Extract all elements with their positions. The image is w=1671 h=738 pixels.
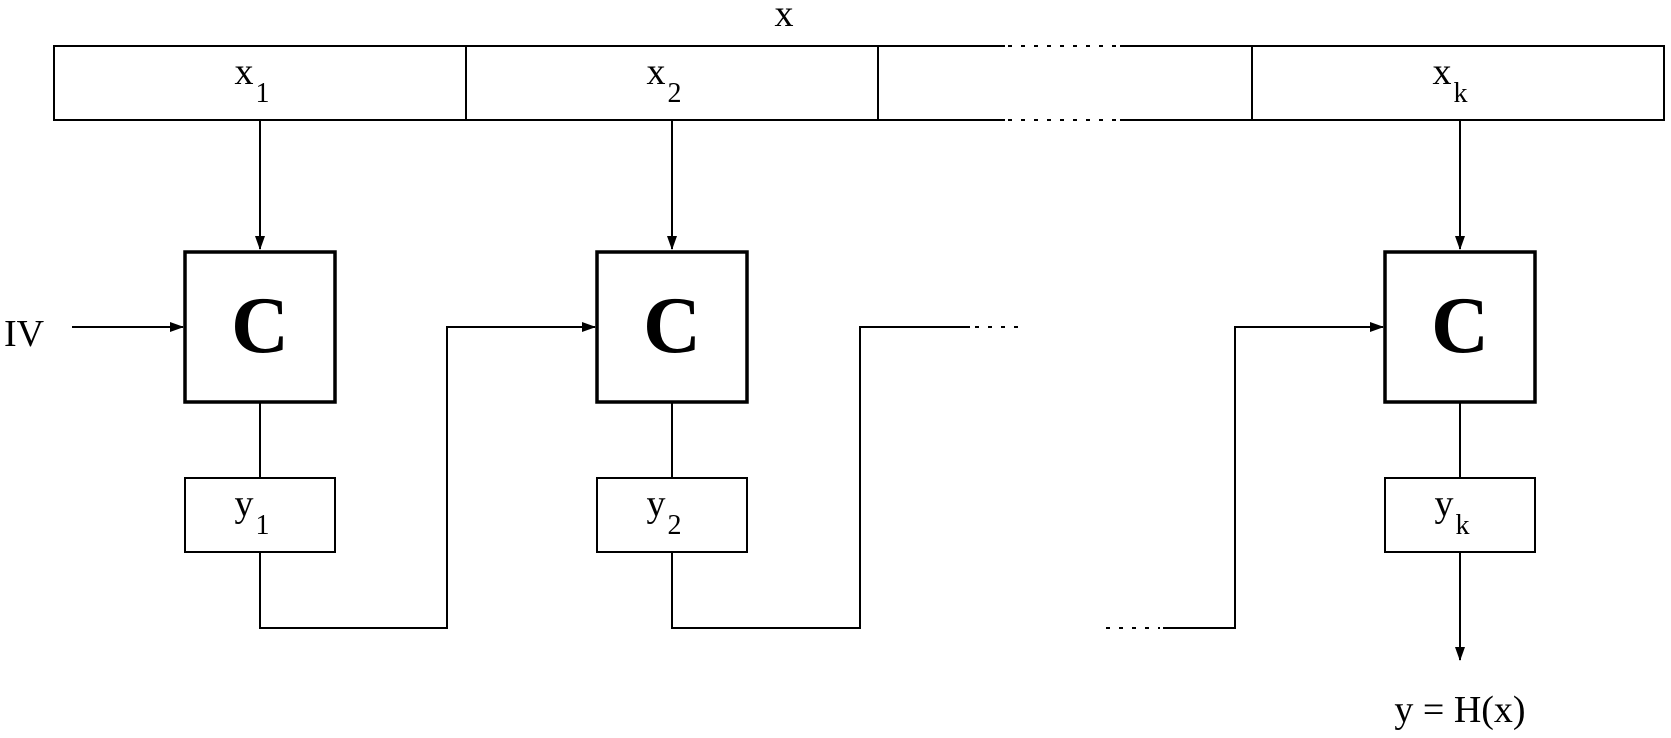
- message-block-k: [1251, 45, 1665, 121]
- chain-in-to-ck: [1163, 322, 1384, 629]
- output-label-2: y2: [647, 483, 682, 541]
- output-label-k: yk: [1435, 483, 1470, 541]
- chain-y1-to-c2: [259, 322, 596, 629]
- output-box-1: [184, 477, 336, 553]
- block-label-1: x1: [235, 51, 270, 109]
- message-block-1: [53, 45, 467, 121]
- message-block-2: [465, 45, 879, 121]
- compression-box-1: [183, 250, 337, 404]
- output-label-1: y1: [235, 483, 270, 541]
- message-label: x: [775, 0, 794, 35]
- compression-label-1: C: [231, 282, 289, 370]
- chain-y2-out: [671, 326, 970, 629]
- block-label-k: xk: [1433, 51, 1468, 109]
- iv-label: IV: [4, 313, 45, 355]
- output-box-2: [596, 477, 748, 553]
- compression-label-2: C: [643, 282, 701, 370]
- output-box-k: [1384, 477, 1536, 553]
- compression-box-2: [595, 250, 749, 404]
- message-blocks: [53, 45, 1665, 121]
- compression-box-k: [1383, 250, 1537, 404]
- compression-label-k: C: [1431, 282, 1489, 370]
- block-label-2: x2: [647, 51, 682, 109]
- result-label: y = H(x): [1394, 689, 1525, 731]
